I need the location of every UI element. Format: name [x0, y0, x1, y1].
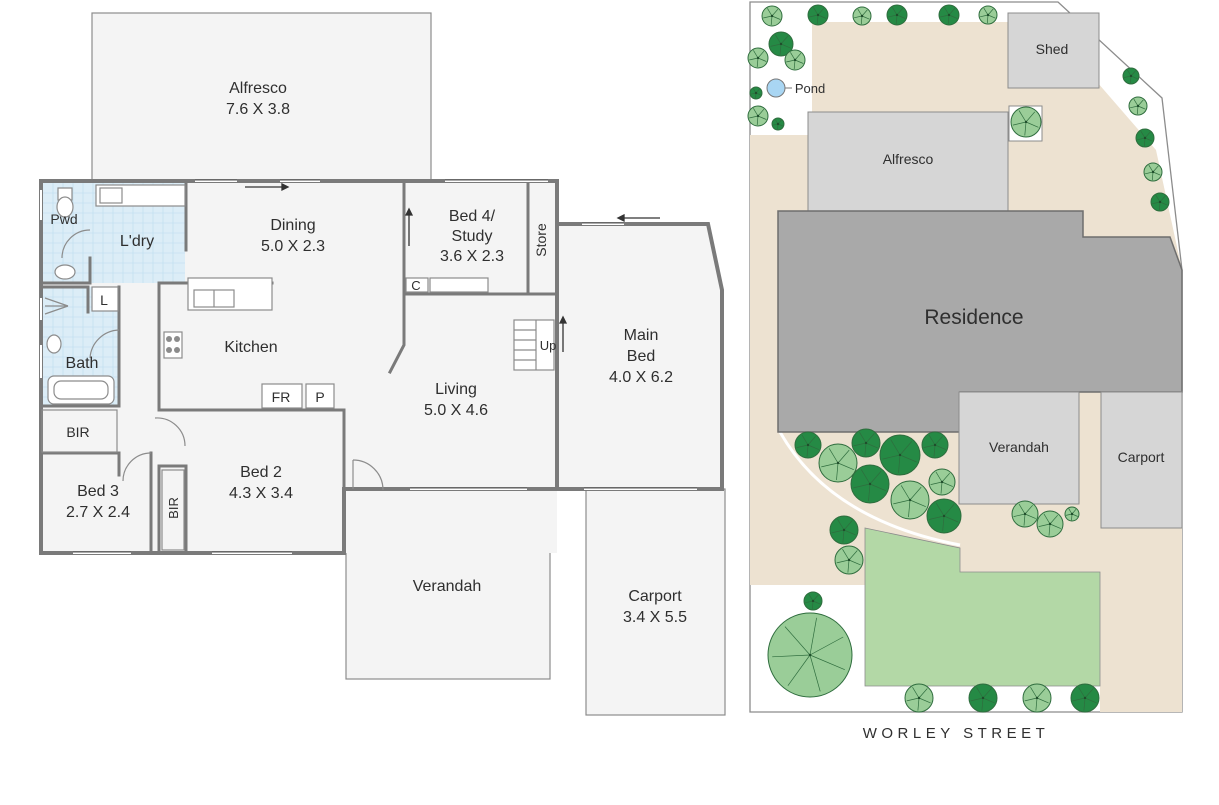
- street-name: WORLEY STREET: [863, 725, 1050, 742]
- tree-9: [749, 86, 763, 100]
- sliding-door-arrows: [245, 182, 660, 352]
- site-alfresco-block: [807, 111, 1009, 213]
- room-bir-bed3-name: BIR: [66, 424, 89, 440]
- stove-hobs: [166, 336, 180, 353]
- room-dining-name: Dining: [270, 217, 315, 234]
- room-bed2-name: Bed 2: [240, 464, 282, 481]
- site-trees: [747, 4, 1170, 713]
- room-living-name: Living: [435, 381, 477, 398]
- room-bed4-name-line2: Study: [452, 228, 493, 245]
- tree-28: [834, 545, 864, 575]
- room-bath-name: Bath: [66, 355, 99, 372]
- room-bed2-size: 4.3 X 3.4: [229, 485, 293, 502]
- stairs-label: Up: [540, 338, 557, 353]
- site-verandah-block: [958, 391, 1080, 505]
- site-residence-label: Residence: [924, 306, 1023, 329]
- tree-6: [768, 31, 794, 57]
- door-swings: [61, 229, 384, 491]
- tree-17: [1010, 106, 1042, 138]
- tree-0: [761, 5, 783, 27]
- front-lawn: [864, 527, 1101, 687]
- tree-19: [818, 443, 858, 483]
- tree-14: [1135, 128, 1155, 148]
- cupboard-label: C: [411, 278, 420, 293]
- site-alfresco-label: Alfresco: [883, 151, 934, 167]
- tree-3: [886, 4, 908, 26]
- tree-34: [904, 683, 934, 713]
- tree-15: [1143, 162, 1163, 182]
- room-alfresco-name: Alfresco: [229, 80, 287, 97]
- tree-16: [1150, 192, 1170, 212]
- tree-4: [938, 4, 960, 26]
- tree-12: [1122, 67, 1140, 85]
- tree-33: [767, 612, 853, 698]
- pond: [766, 78, 786, 98]
- site-verandah-label: Verandah: [989, 439, 1049, 455]
- alfresco-area: [91, 12, 432, 182]
- tree-30: [1036, 510, 1064, 538]
- tree-23: [850, 464, 890, 504]
- tree-5: [978, 5, 998, 25]
- room-living-size: 5.0 X 4.6: [424, 402, 488, 419]
- room-linen-name: L: [100, 292, 108, 308]
- room-main-bed-name-line2: Bed: [627, 348, 655, 365]
- tree-26: [926, 498, 962, 534]
- tree-36: [1022, 683, 1052, 713]
- tree-22: [921, 431, 949, 459]
- tree-32: [803, 591, 823, 611]
- room-bed4-name-line1: Bed 4/: [449, 208, 496, 225]
- tree-27: [829, 515, 859, 545]
- site-pond-label: Pond: [795, 81, 825, 96]
- site-shed-label: Shed: [1036, 41, 1069, 57]
- room-store-name: Store: [533, 223, 549, 257]
- tree-7: [747, 47, 769, 69]
- tree-29: [1011, 500, 1039, 528]
- room-laundry-name: L'dry: [120, 233, 154, 250]
- tree-21: [879, 434, 921, 476]
- tree-10: [747, 105, 769, 127]
- tree-11: [771, 117, 785, 131]
- site-carport-block: [1100, 391, 1183, 529]
- tree-37: [1070, 683, 1100, 713]
- path-curve: [778, 431, 961, 547]
- tree-13: [1128, 96, 1148, 116]
- room-carport-size: 3.4 X 5.5: [623, 609, 687, 626]
- room-bir-bed2-name: BIR: [166, 497, 181, 519]
- tree-24: [890, 480, 930, 520]
- room-main-bed-size: 4.0 X 6.2: [609, 369, 673, 386]
- site-plan-labels: Shed Pond Alfresco Residence Verandah Ca…: [795, 41, 1165, 742]
- room-carport-name: Carport: [628, 588, 682, 605]
- tree-31: [1064, 506, 1080, 522]
- tree-1: [807, 4, 829, 26]
- floor-plan: Alfresco 7.6 X 3.8 Dining 5.0 X 2.3 Bed …: [39, 12, 726, 716]
- room-dining-size: 5.0 X 2.3: [261, 238, 325, 255]
- carport-area: [585, 488, 726, 716]
- room-main-bed-name-line1: Main: [624, 327, 659, 344]
- tree-2: [852, 6, 872, 26]
- floor-plan-labels: Alfresco 7.6 X 3.8 Dining 5.0 X 2.3 Bed …: [50, 80, 687, 626]
- tree-20: [851, 428, 881, 458]
- room-pwd-name: Pwd: [50, 211, 77, 227]
- windows: [40, 179, 697, 554]
- room-kitchen-name: Kitchen: [224, 339, 277, 356]
- fixtures: [41, 184, 555, 551]
- site-carport-label: Carport: [1118, 449, 1165, 465]
- tree-25: [928, 468, 956, 496]
- tree-8: [784, 49, 806, 71]
- tree-18: [794, 431, 822, 459]
- tree-35: [968, 683, 998, 713]
- room-bed4-size: 3.6 X 2.3: [440, 248, 504, 265]
- room-alfresco-size: 7.6 X 3.8: [226, 101, 290, 118]
- fridge-label: FR: [272, 389, 291, 405]
- room-bed3-name: Bed 3: [77, 483, 119, 500]
- interior-walls: [39, 179, 559, 555]
- room-verandah-name: Verandah: [413, 578, 482, 595]
- room-bed3-size: 2.7 X 2.4: [66, 504, 130, 521]
- pantry-label: P: [315, 389, 324, 405]
- shed-block: [1007, 12, 1100, 89]
- site-plan: Shed Pond Alfresco Residence Verandah Ca…: [747, 1, 1183, 742]
